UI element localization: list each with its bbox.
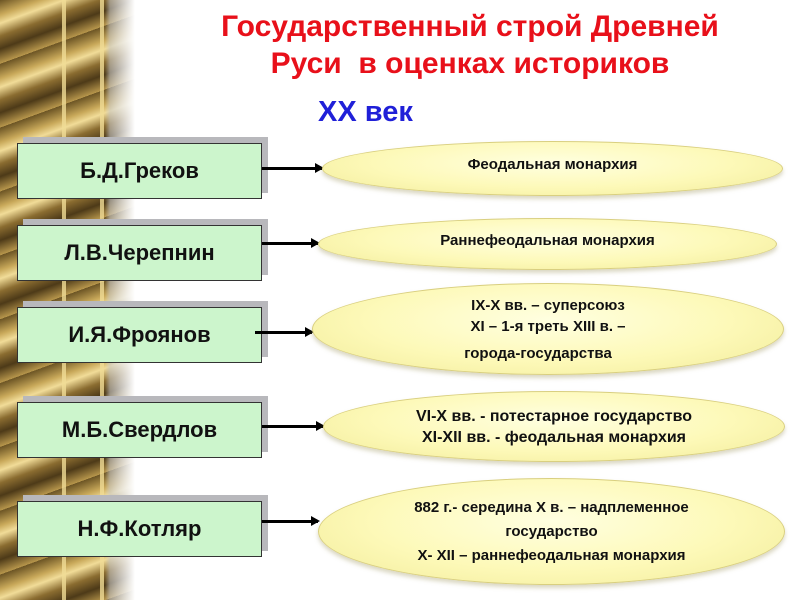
assessment-line: государство — [505, 522, 598, 540]
decorative-column — [0, 0, 135, 600]
assessment-line: XI-XII вв. - феодальная монархия — [421, 428, 687, 446]
assessment-ellipse-grekov: Феодальная монархия — [322, 141, 783, 196]
assessment-line: VI-X вв. - потестарное государство — [415, 407, 693, 425]
column-edge — [100, 0, 104, 600]
arrow-icon — [262, 238, 320, 248]
historian-box-kotlyar: Н.Ф.Котляр — [17, 501, 262, 557]
title-line-1: Государственный строй Древней — [221, 10, 719, 43]
assessment-line: Феодальная монархия — [467, 156, 638, 173]
arrow-icon — [255, 327, 314, 337]
slide-title: Государственный строй Древней Руси в оце… — [140, 8, 800, 82]
assessment-line: Раннефеодальная монархия — [440, 231, 655, 249]
historian-box-grekov: Б.Д.Греков — [17, 143, 262, 199]
assessment-ellipse-sverdlov: VI-X вв. - потестарное государство XI-XI… — [323, 391, 785, 462]
historian-box-froyanov: И.Я.Фроянов — [17, 307, 262, 363]
title-line-2: Руси в оценках историков — [270, 47, 670, 80]
historian-box-sverdlov: М.Б.Свердлов — [17, 402, 262, 458]
arrow-icon — [262, 421, 325, 431]
century-label: XX век — [318, 96, 413, 128]
arrow-icon — [262, 163, 324, 173]
historian-box-cherepnin: Л.В.Черепнин — [17, 225, 262, 281]
assessment-line: XI – 1-я треть XIII в. – — [470, 317, 626, 335]
assessment-ellipse-froyanov: IX-X вв. – суперсоюз XI – 1-я треть XIII… — [312, 283, 784, 375]
arrow-icon — [262, 516, 320, 526]
assessment-line: города-государства — [464, 344, 612, 362]
assessment-line: IX-X вв. – суперсоюз — [471, 296, 625, 314]
column-edge — [62, 0, 66, 600]
assessment-ellipse-cherepnin: Раннефеодальная монархия — [318, 218, 777, 270]
assessment-ellipse-kotlyar: 882 г.- середина X в. – надплеменное гос… — [318, 478, 785, 585]
assessment-line: X- XII – раннефеодальная монархия — [417, 546, 686, 564]
assessment-line: 882 г.- середина X в. – надплеменное — [414, 498, 689, 516]
